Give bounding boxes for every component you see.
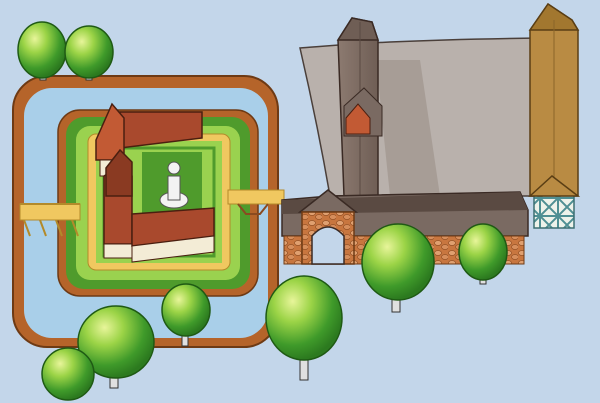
tree: [361, 223, 435, 313]
tree: [265, 275, 343, 381]
left-bridge: [19, 203, 81, 237]
wooden-bell-tower: [528, 2, 581, 229]
castle-buildings: [95, 102, 215, 263]
church-complex: [281, 2, 581, 265]
tree: [41, 347, 95, 401]
gatehouse: [297, 189, 359, 265]
tree: [64, 25, 114, 81]
tree: [161, 283, 211, 347]
courtyard-statue: [159, 161, 189, 209]
trees: [17, 21, 508, 401]
tree: [17, 21, 67, 81]
moated-castle: [12, 75, 285, 348]
tree: [458, 223, 508, 285]
gate-arch: [311, 226, 345, 265]
tree: [77, 305, 155, 389]
church-tower: [336, 17, 383, 197]
timber-frame: [533, 195, 575, 229]
right-bridge: [227, 189, 285, 215]
